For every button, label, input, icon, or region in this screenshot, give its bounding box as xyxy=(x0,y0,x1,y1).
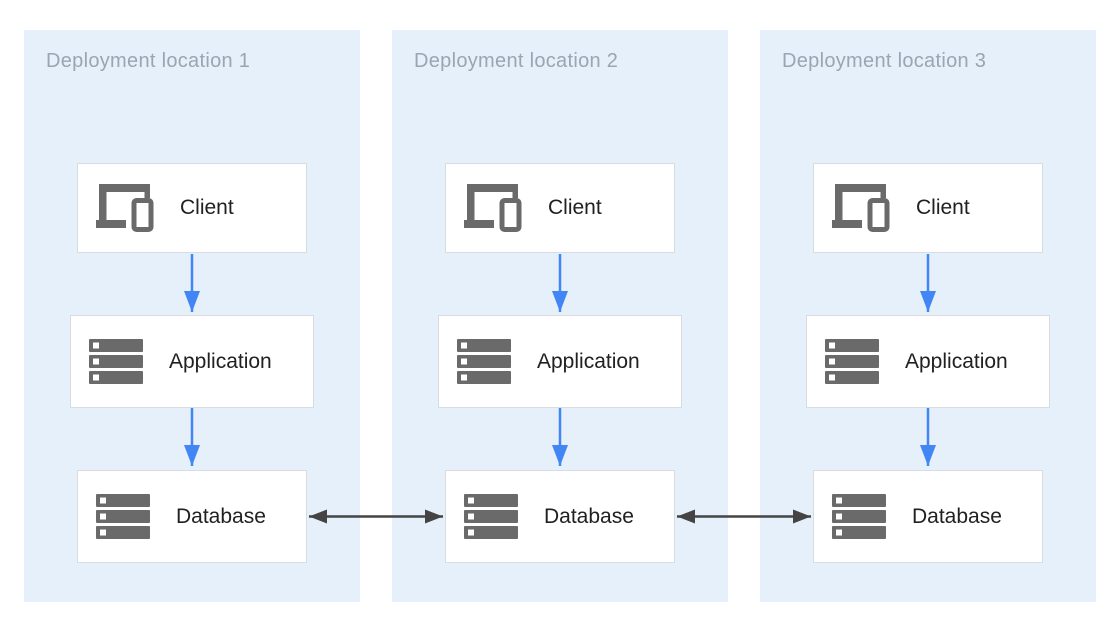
storage-icon xyxy=(96,494,150,539)
node-label: Client xyxy=(548,196,602,219)
panel-title: Deployment location 2 xyxy=(414,50,619,72)
application-node: Application xyxy=(70,315,314,408)
node-label: Database xyxy=(176,504,266,528)
panel-title: Deployment location 1 xyxy=(46,50,251,72)
panel-deployment-location-3: Deployment location 3 Client Application… xyxy=(760,30,1096,602)
application-node: Application xyxy=(806,315,1050,408)
client-node: Client xyxy=(445,163,675,253)
node-label: Client xyxy=(916,196,970,219)
database-node: Database xyxy=(77,470,307,563)
client-node: Client xyxy=(813,163,1043,253)
panel-title: Deployment location 3 xyxy=(782,50,987,72)
node-label: Application xyxy=(905,349,1008,373)
storage-icon xyxy=(832,494,886,539)
panel-deployment-location-1: Deployment location 1 Client Application… xyxy=(24,30,360,602)
node-label: Database xyxy=(912,504,1002,528)
database-node: Database xyxy=(445,470,675,563)
panel-deployment-location-2: Deployment location 2 Client Application… xyxy=(392,30,728,602)
storage-icon xyxy=(464,494,518,539)
node-label: Database xyxy=(544,504,634,528)
storage-icon xyxy=(89,339,143,384)
storage-icon xyxy=(457,339,511,384)
devices-icon xyxy=(464,184,522,232)
client-node: Client xyxy=(77,163,307,253)
node-label: Application xyxy=(537,349,640,373)
node-label: Application xyxy=(169,349,272,373)
devices-icon xyxy=(96,184,154,232)
application-node: Application xyxy=(438,315,682,408)
storage-icon xyxy=(825,339,879,384)
devices-icon xyxy=(832,184,890,232)
database-node: Database xyxy=(813,470,1043,563)
node-label: Client xyxy=(180,196,234,219)
